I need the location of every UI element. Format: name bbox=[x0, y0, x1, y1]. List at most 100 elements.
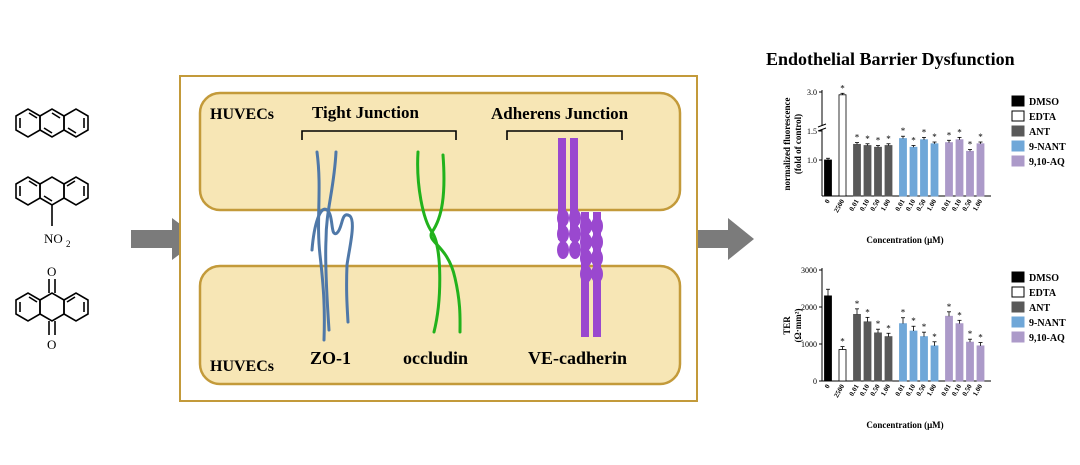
y-axis-label-unit: (fold of control) bbox=[793, 114, 803, 174]
legend-label: 9-NANT bbox=[1029, 142, 1066, 153]
legend-swatch bbox=[1011, 155, 1025, 167]
chart-ter: 01000200030000*2500*0.01*0.10*0.50*1.00*… bbox=[782, 266, 991, 430]
bar bbox=[824, 159, 832, 197]
x-tick-label: 1.00 bbox=[971, 383, 984, 398]
significance-marker: * bbox=[947, 302, 952, 312]
x-tick-label: 0.01 bbox=[894, 383, 907, 398]
protein-label-occludin: occludin bbox=[403, 348, 468, 368]
significance-marker: * bbox=[957, 310, 962, 320]
significance-marker: * bbox=[840, 337, 845, 347]
x-tick-label: 0.10 bbox=[904, 383, 917, 398]
x-tick-label: 0.50 bbox=[961, 383, 974, 398]
bar bbox=[884, 336, 893, 382]
nitroanthracene-structure bbox=[15, 176, 89, 226]
legend-swatch bbox=[1011, 95, 1025, 107]
bar bbox=[838, 94, 847, 197]
x-axis-label: Concentration (μM) bbox=[866, 420, 943, 430]
significance-marker: * bbox=[911, 316, 916, 326]
significance-marker: * bbox=[901, 308, 906, 318]
x-tick-label: 1.00 bbox=[925, 198, 938, 213]
cell-label-bottom: HUVECs bbox=[210, 358, 274, 375]
anthracene-structure bbox=[15, 108, 89, 138]
x-tick-label: 0.01 bbox=[894, 198, 907, 213]
bar bbox=[966, 150, 974, 197]
bar bbox=[884, 145, 893, 197]
significance-marker: * bbox=[932, 132, 937, 142]
significance-marker: * bbox=[968, 329, 973, 339]
x-tick-label: 0.01 bbox=[940, 198, 953, 213]
occludin-protein bbox=[416, 150, 462, 334]
x-tick-label: 1.00 bbox=[879, 198, 892, 213]
y-axis-label: normalized fluorescence bbox=[782, 97, 792, 190]
x-tick-label: 0 bbox=[823, 198, 832, 205]
significance-marker: * bbox=[968, 140, 973, 150]
bar bbox=[955, 139, 964, 197]
significance-marker: * bbox=[876, 319, 881, 329]
significance-marker: * bbox=[957, 127, 962, 137]
bar bbox=[930, 143, 939, 197]
x-axis-label: Concentration (μM) bbox=[866, 235, 943, 245]
x-tick-label: 0.50 bbox=[915, 383, 928, 398]
protein-label-ve-cadherin: VE-cadherin bbox=[528, 348, 627, 368]
significance-marker: * bbox=[947, 130, 952, 140]
x-tick-label: 0.50 bbox=[961, 198, 974, 213]
legend-label: EDTA bbox=[1029, 288, 1057, 299]
nitro-subscript: 2 bbox=[66, 239, 71, 249]
x-tick-label: 0.10 bbox=[950, 383, 963, 398]
legend-fluorescence: DMSO EDTA ANT 9-NANT 9,10-AQ bbox=[1011, 95, 1066, 168]
x-tick-label: 0.10 bbox=[858, 198, 871, 213]
y-tick-label: 1.0 bbox=[807, 156, 817, 165]
bar bbox=[966, 341, 974, 382]
legend-swatch bbox=[1011, 125, 1025, 137]
significance-marker: * bbox=[978, 132, 983, 142]
bar bbox=[863, 321, 872, 382]
arrow-right bbox=[681, 218, 754, 260]
legend-label: ANT bbox=[1029, 303, 1050, 314]
anthraquinone-structure bbox=[15, 279, 89, 335]
bar bbox=[853, 313, 861, 382]
x-tick-label: 0.01 bbox=[940, 383, 953, 398]
bar bbox=[976, 143, 985, 197]
y-tick-label: 1000 bbox=[801, 340, 817, 349]
y-tick-label: 2000 bbox=[801, 303, 817, 312]
x-tick-label: 0.50 bbox=[869, 383, 882, 398]
legend-label: 9-NANT bbox=[1029, 318, 1066, 329]
bar bbox=[920, 139, 928, 197]
significance-marker: * bbox=[855, 133, 860, 143]
bar bbox=[874, 332, 882, 382]
x-tick-label: 1.00 bbox=[879, 383, 892, 398]
legend-swatch bbox=[1011, 110, 1025, 122]
legend-swatch bbox=[1011, 140, 1025, 152]
legend-label: DMSO bbox=[1029, 97, 1059, 108]
bar bbox=[955, 323, 964, 382]
x-tick-label: 2500 bbox=[832, 383, 846, 400]
bar bbox=[945, 315, 953, 382]
legend-swatch bbox=[1011, 271, 1025, 283]
adherens-junction-bracket bbox=[506, 130, 623, 140]
y-tick-label: 0 bbox=[813, 377, 817, 386]
cell-label-top: HUVECs bbox=[210, 106, 274, 123]
significance-marker: * bbox=[876, 136, 881, 146]
x-tick-label: 0 bbox=[823, 383, 832, 390]
significance-marker: * bbox=[932, 332, 937, 342]
x-tick-label: 0.10 bbox=[858, 383, 871, 398]
legend-label: 9,10-AQ bbox=[1029, 157, 1065, 168]
bar bbox=[909, 330, 918, 382]
legend-label: EDTA bbox=[1029, 112, 1057, 123]
bar bbox=[930, 345, 939, 382]
bar bbox=[909, 146, 918, 197]
bar bbox=[853, 143, 861, 197]
bar bbox=[824, 295, 832, 382]
legend-label: ANT bbox=[1029, 127, 1050, 138]
significance-marker: * bbox=[978, 333, 983, 343]
significance-marker: * bbox=[922, 127, 927, 137]
bar bbox=[838, 349, 847, 382]
bar bbox=[899, 323, 907, 382]
legend-swatch bbox=[1011, 316, 1025, 328]
y-tick-label: 1.5 bbox=[807, 127, 817, 136]
x-tick-label: 0.50 bbox=[869, 198, 882, 213]
significance-marker: * bbox=[901, 126, 906, 136]
adherens-junction-label: Adherens Junction bbox=[491, 104, 629, 123]
chemical-structures bbox=[15, 108, 89, 335]
ve-cadherin-protein bbox=[557, 138, 603, 337]
